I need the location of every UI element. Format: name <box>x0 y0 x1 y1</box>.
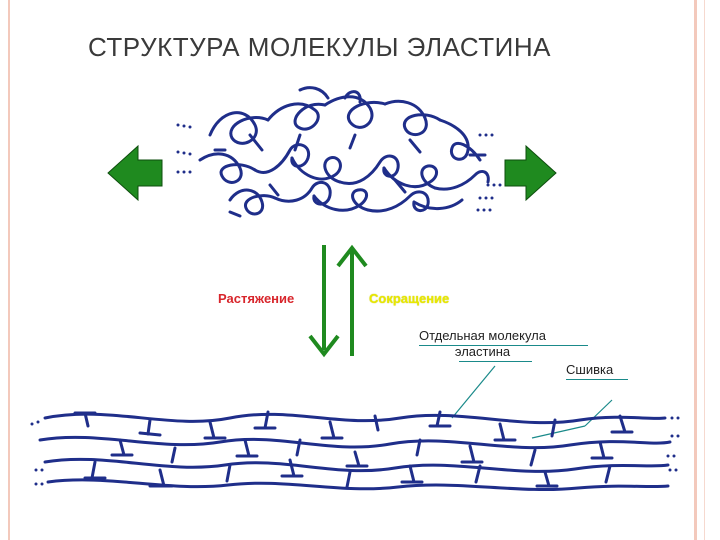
molecule-label-line1: Отдельная молекула <box>419 328 546 343</box>
stretched-dotted-ends <box>30 416 680 486</box>
crosslink-label-underline <box>566 379 628 380</box>
slide-frame-right-inner <box>704 0 705 540</box>
slide-frame-right <box>694 0 697 540</box>
arrow-left-icon <box>107 144 163 202</box>
relaxed-dotted-ends <box>176 123 502 212</box>
molecule-label-underline-1 <box>419 345 588 346</box>
crosslink-pointer-line <box>584 399 613 427</box>
slide-frame-left <box>8 0 10 540</box>
stretched-molecule-network <box>38 410 672 492</box>
contract-label: Сокращение <box>369 291 450 306</box>
relaxed-molecule-network <box>198 86 490 218</box>
stretch-label: Растяжение <box>218 291 295 306</box>
arrow-down-icon <box>308 245 340 358</box>
molecule-label-underline-2 <box>459 361 532 362</box>
arrow-up-icon <box>336 244 368 356</box>
molecule-label-line2: эластина <box>454 344 511 359</box>
crosslink-pointer-line-2 <box>531 425 586 439</box>
arrow-right-icon <box>504 144 557 202</box>
slide-title: СТРУКТУРА МОЛЕКУЛЫ ЭЛАСТИНА <box>88 32 551 62</box>
crosslink-label: Сшивка <box>566 362 614 377</box>
molecule-pointer-line <box>451 365 496 419</box>
molecule-label: Отдельная молекула эластина <box>419 328 546 360</box>
